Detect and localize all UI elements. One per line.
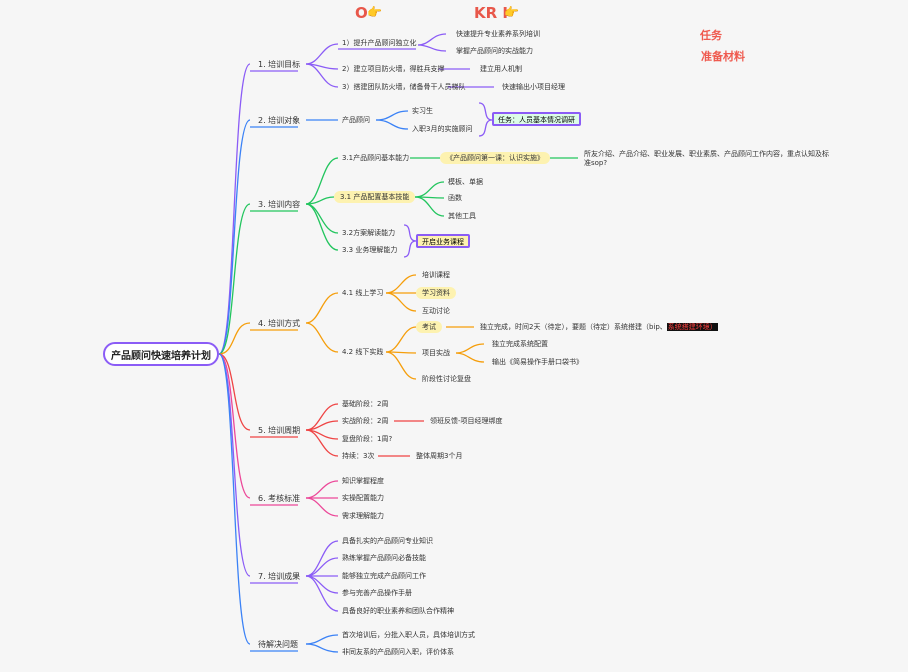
node[interactable]: 3.3 业务理解能力 xyxy=(342,246,398,254)
highlight-config-skill[interactable]: 3.1 产品配置基本技能 xyxy=(334,191,416,203)
node[interactable]: 具备扎实的产品顾问专业知识 xyxy=(342,537,433,545)
node[interactable]: 产品顾问 xyxy=(342,116,370,124)
highlight-study-material[interactable]: 学习资料 xyxy=(416,287,456,299)
branch-training-target[interactable]: 2. 培训对象 xyxy=(258,116,301,125)
node[interactable]: 领班反馈-项目经理绑度 xyxy=(430,417,503,425)
node[interactable]: 首次培训后，分批入职人员，具体培训方式 xyxy=(342,631,475,639)
node[interactable]: 独立完成系统配置 xyxy=(492,340,548,348)
highlight-first-lesson[interactable]: 《产品顾问第一课：认识实施》 xyxy=(440,152,550,164)
highlight-exam[interactable]: 考试 xyxy=(416,321,442,333)
branch-training-method[interactable]: 4. 培训方式 xyxy=(258,319,301,328)
task-box-business-course[interactable]: 开启业务课程 xyxy=(416,234,470,248)
root-node[interactable]: 产品顾问快速培养计划 xyxy=(103,342,219,366)
branch-training-period[interactable]: 5. 培训周期 xyxy=(258,426,301,435)
node[interactable]: 知识掌握程度 xyxy=(342,477,384,485)
node[interactable]: 持续：3次 xyxy=(342,452,375,460)
node[interactable]: 其他工具 xyxy=(448,212,476,220)
exam-note: 独立完成，时间2天（待定），要题（待定）系统搭建（bip、系统搭建环境） xyxy=(480,323,718,331)
key-result-letters: KR I xyxy=(474,4,508,22)
branch-assessment[interactable]: 6. 考核标准 xyxy=(258,494,301,503)
node[interactable]: 4.2 线下实践 xyxy=(342,348,384,356)
node[interactable]: 函数 xyxy=(448,194,462,202)
node[interactable]: 快速输出小项目经理 xyxy=(502,83,565,91)
exam-note-tail: 系统搭建环境） xyxy=(666,323,718,331)
node[interactable]: 实操配置能力 xyxy=(342,494,384,502)
node[interactable]: 3）搭建团队防火墙，储备骨干人员梯队 xyxy=(342,83,466,91)
pointing-hand-icon: 👉 xyxy=(367,5,382,19)
note-line-1: 所友介绍、产品介绍、职业发展、职业素质、产品顾问工作内容，重点认知及标 xyxy=(584,150,829,158)
node[interactable]: 2）建立项目防火墙，得胜兵支撑 xyxy=(342,65,445,73)
node[interactable]: 建立用人机制 xyxy=(480,65,522,73)
node[interactable]: 快速提升专业素养系列培训 xyxy=(456,30,540,38)
task-tag: 任务 xyxy=(700,29,722,42)
node[interactable]: 3.1产品顾问基本能力 xyxy=(342,154,410,162)
node[interactable]: 4.1 线上学习 xyxy=(342,289,384,297)
node[interactable]: 输出《简易操作手册口袋书》 xyxy=(492,358,583,366)
objective-letter: O xyxy=(355,4,368,22)
node[interactable]: 实习生 xyxy=(412,107,433,115)
note-line-2: 准sop? xyxy=(584,159,608,167)
connector-b1 xyxy=(218,63,251,355)
node[interactable]: 基础阶段：2周 xyxy=(342,400,389,408)
connector-b3 xyxy=(218,203,251,355)
node[interactable]: 实战阶段：2周 xyxy=(342,417,389,425)
pointing-hand-icon-2: 👉 xyxy=(504,5,519,19)
node[interactable]: 模板、单据 xyxy=(448,178,483,186)
node[interactable]: 阶段性讨论复盘 xyxy=(422,375,471,383)
connector-b7 xyxy=(218,353,251,577)
connector-b2 xyxy=(218,119,251,355)
node[interactable]: 需求理解能力 xyxy=(342,512,384,520)
branch-training-goal[interactable]: 1. 培训目标 xyxy=(258,60,301,69)
task-box-survey[interactable]: 任务：人员基本情况调研 xyxy=(492,112,581,126)
node[interactable]: 复盘阶段：1周? xyxy=(342,435,393,443)
connector-b4 xyxy=(218,322,251,355)
node[interactable]: 入职3月的实施顾问 xyxy=(412,125,473,133)
node[interactable]: 熟练掌握产品顾问必备技能 xyxy=(342,554,426,562)
node[interactable]: 参与完善产品操作手册 xyxy=(342,589,412,597)
node[interactable]: 1）提升产品顾问独立化 xyxy=(342,39,417,47)
node[interactable]: 具备良好的职业素养和团队合作精神 xyxy=(342,607,454,615)
branch-training-content[interactable]: 3. 培训内容 xyxy=(258,200,301,209)
node[interactable]: 3.2方案解读能力 xyxy=(342,229,396,237)
node[interactable]: 掌握产品顾问的实战能力 xyxy=(456,47,533,55)
materials-tag: 准备材料 xyxy=(701,50,745,63)
branch-outcomes[interactable]: 7. 培训成果 xyxy=(258,572,301,581)
node[interactable]: 整体周期3个月 xyxy=(416,452,463,460)
branch-open-issues[interactable]: 待解决问题 xyxy=(258,640,298,649)
node[interactable]: 互动讨论 xyxy=(422,307,450,315)
node[interactable]: 项目实战 xyxy=(422,349,450,357)
node[interactable]: 非同友系的产品顾问入职，评价体系 xyxy=(342,648,454,656)
connector-b5 xyxy=(218,353,251,431)
node[interactable]: 能够独立完成产品顾问工作 xyxy=(342,572,426,580)
node[interactable]: 培训课程 xyxy=(422,271,450,279)
connector-b8 xyxy=(218,353,251,645)
connector-b6 xyxy=(218,353,251,499)
